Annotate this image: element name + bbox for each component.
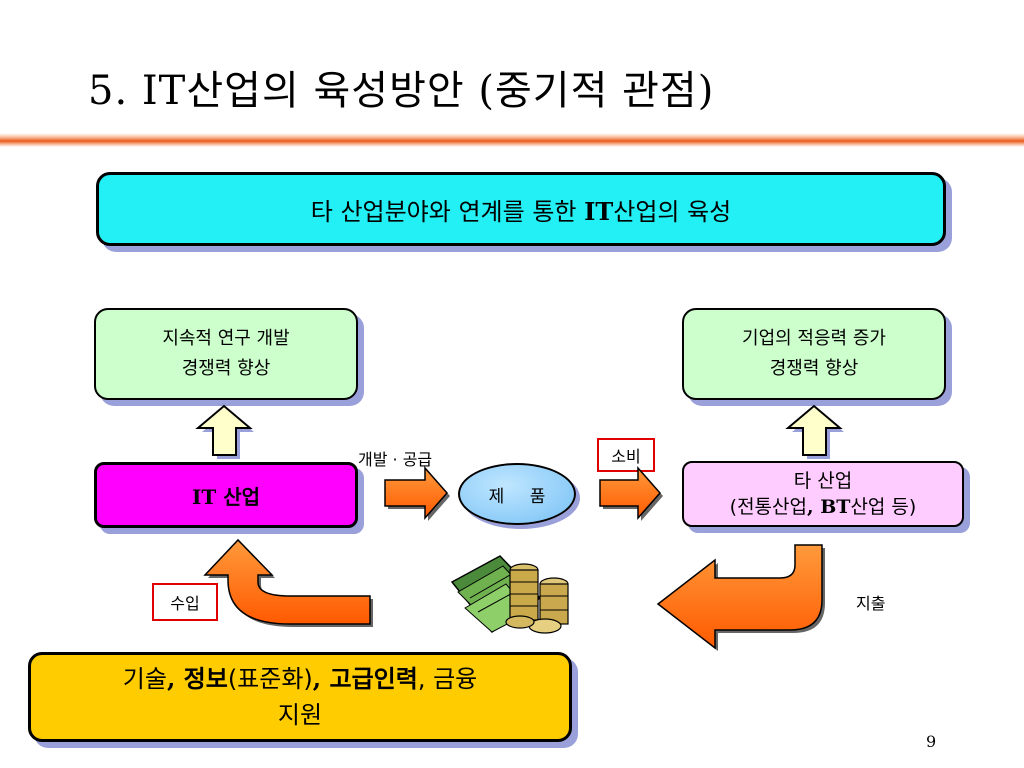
other-industry-box: 타 산업 (전통산업, BT산업 등) — [682, 461, 964, 527]
support-text-part: , 정보 — [166, 664, 228, 693]
right-goal-line2: 경쟁력 향상 — [769, 358, 859, 379]
right-goal-line1: 기업의 적응력 증가 — [742, 328, 886, 349]
other-industry-text-part: 산업 등) — [850, 496, 917, 518]
support-text-part: , 금융 — [417, 665, 478, 693]
it-industry-label-bold: IT — [191, 484, 217, 509]
other-industry-line2: (전통산업, BT산업 등) — [730, 494, 917, 520]
right-goal-box: 기업의 적응력 증가 경쟁력 향상 — [682, 308, 946, 400]
left-goal-box: 지속적 연구 개발 경쟁력 향상 — [94, 308, 358, 400]
arrow-right-consume-icon — [599, 466, 663, 521]
it-industry-label-rest: 산업 — [216, 484, 260, 509]
income-label: 수입 — [152, 583, 218, 621]
left-goal-line2: 경쟁력 향상 — [181, 358, 271, 379]
dev-supply-label: 개발 · 공급 — [358, 450, 433, 469]
money-stack-icon — [450, 555, 569, 634]
support-box: 기술, 정보(표준화), 고급인력, 금융 지원 — [28, 652, 572, 742]
curved-arrow-income-icon — [203, 538, 373, 627]
page-title: 5. IT산업의 육성방안 (중기적 관점) — [88, 68, 715, 114]
consumption-label: 소비 — [597, 438, 655, 472]
support-text-part: 기술 — [122, 665, 167, 693]
arrow-right-supply-icon — [384, 466, 450, 521]
goal-banner: 타 산업분야와 연계를 통한 IT산업의 육성 — [96, 172, 946, 246]
up-arrow-left-icon — [195, 404, 254, 459]
banner-text-part: 타 산업분야와 연계를 통한 — [310, 197, 585, 226]
expenditure-label: 지출 — [856, 594, 886, 613]
up-arrow-right-icon — [785, 404, 844, 459]
it-industry-box: IT 산업 — [94, 462, 358, 528]
banner-text-part: 산업의 육성 — [613, 197, 732, 226]
other-industry-line1: 타 산업 — [793, 470, 853, 492]
title-divider — [0, 133, 1024, 147]
curved-arrow-expenditure-icon — [656, 544, 825, 651]
other-industry-bt: BT — [813, 496, 851, 518]
banner-text-bold: IT — [584, 196, 614, 226]
other-industry-comma: , — [807, 496, 814, 518]
page-number: 9 — [926, 732, 937, 751]
support-text-part: , 고급인력 — [312, 664, 418, 693]
left-goal-line1: 지속적 연구 개발 — [162, 328, 290, 349]
other-industry-text-part: (전통산업 — [729, 496, 807, 518]
goal-banner-text: 타 산업분야와 연계를 통한 IT산업의 육성 — [311, 192, 732, 227]
support-line1: 기술, 정보(표준화), 고급인력, 금융 — [123, 661, 477, 697]
product-ellipse: 제 품 — [458, 463, 576, 525]
support-line2: 지원 — [277, 701, 323, 729]
support-text-part: (표준화) — [227, 665, 313, 693]
it-industry-label: IT 산업 — [192, 481, 260, 510]
